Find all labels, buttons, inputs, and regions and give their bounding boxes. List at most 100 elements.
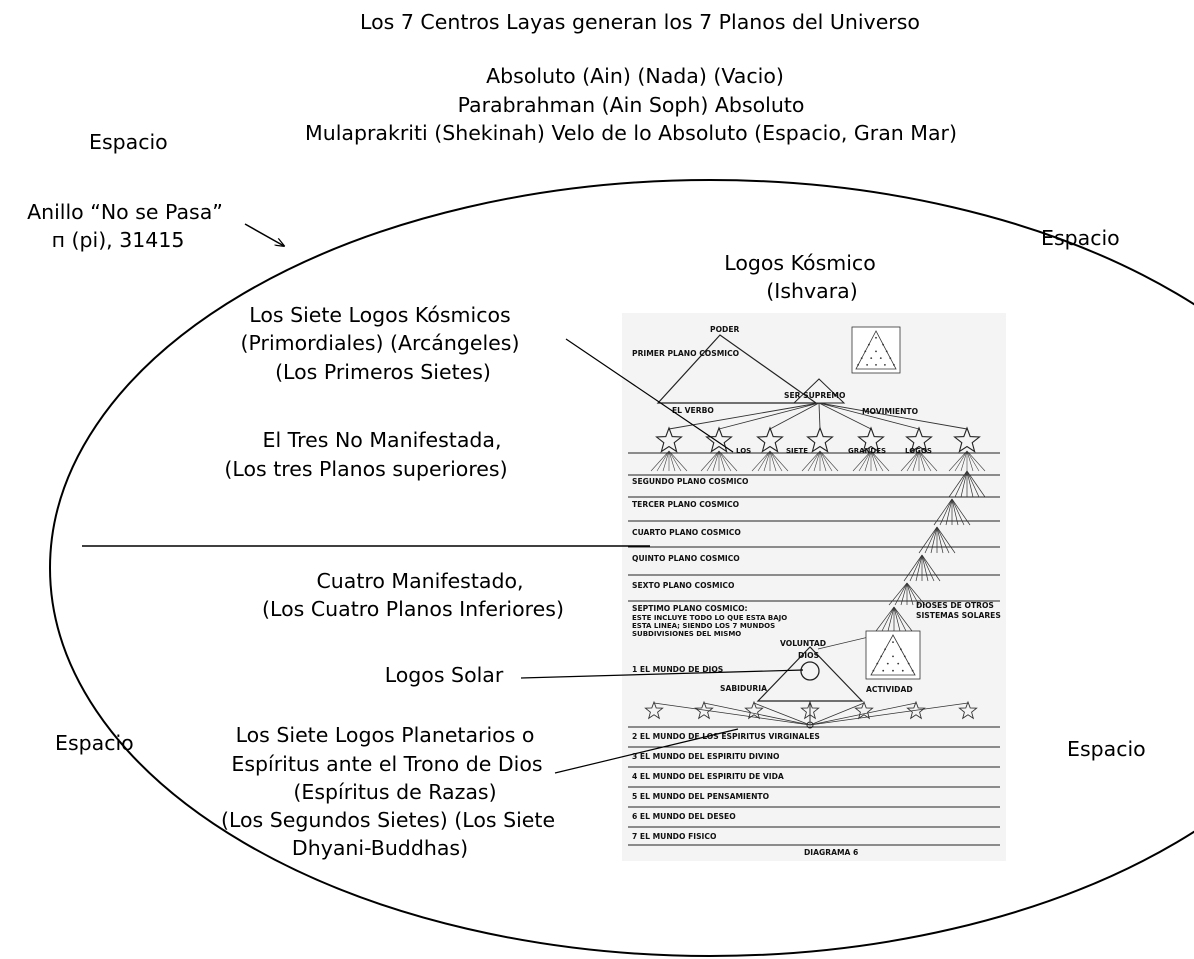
top-triangle-dot xyxy=(893,364,895,366)
lower-triangle-dot xyxy=(907,662,910,665)
cosmic-logos-label: Logos Kósmico xyxy=(724,251,876,275)
cosmic-fan-line xyxy=(668,402,820,430)
star-subfan-line xyxy=(912,450,920,472)
inner-plane-7: SEPTIMO PLANO COSMICO: xyxy=(632,604,748,613)
great-logos-star-icon xyxy=(905,426,933,453)
cascade-fan-line xyxy=(936,526,956,554)
star-subfan-line xyxy=(954,450,968,472)
cascade-fan-line xyxy=(966,470,980,498)
cascade-fan-line xyxy=(893,606,901,632)
cascade-fan-line xyxy=(893,606,907,632)
star-subfan-line xyxy=(769,450,783,472)
top-triangle-dots xyxy=(857,336,895,366)
inner-movimiento: MOVIMIENTO xyxy=(862,407,919,416)
four-manifest-line1: Cuatro Manifestado, xyxy=(316,569,524,593)
header-mulaprakriti: Mulaprakriti (Shekinah) Velo de lo Absol… xyxy=(305,121,957,145)
lower-triangle-dot xyxy=(882,669,885,672)
inner-seventh-note-3: SUBDIVISIONES DEL MISMO xyxy=(632,630,742,638)
cosmic-fan-lines xyxy=(668,402,968,430)
top-triangle-dot xyxy=(885,350,888,353)
star-subfan-line xyxy=(819,450,839,472)
cascade-fan-line xyxy=(948,470,968,498)
cascade-fan-line xyxy=(951,498,965,526)
inner-plane-3: TERCER PLANO COSMICO xyxy=(632,500,740,509)
planetary-logos-line3: (Espíritus de Razas) xyxy=(293,780,497,804)
top-triangle-dot xyxy=(868,343,870,346)
inner-actividad: ACTIVIDAD xyxy=(866,685,913,694)
cascade-fan-line xyxy=(924,526,938,554)
cascade-fan-line xyxy=(893,606,913,632)
star-subfan-line xyxy=(870,450,878,472)
inner-world-6: 6 EL MUNDO DEL DESEO xyxy=(632,812,736,821)
star-subfan-line xyxy=(751,450,771,472)
inner-world-4: 4 EL MUNDO DEL ESPIRITU DE VIDA xyxy=(632,772,784,781)
cascade-fan-line xyxy=(936,526,950,554)
planetary-logos-line5: Dhyani-Buddhas) xyxy=(291,836,469,860)
star-subfan-line xyxy=(712,450,720,472)
star-subfan-line xyxy=(819,450,827,472)
top-triangle-dot xyxy=(857,364,859,366)
header-absoluto: Absoluto (Ain) (Nada) (Vacio) xyxy=(486,64,784,88)
cascade-fan-line xyxy=(930,526,938,554)
cosmic-fan-line xyxy=(818,402,821,430)
planetary-logos-star-icon xyxy=(906,700,926,720)
inner-plane-6: SEXTO PLANO COSMICO xyxy=(632,581,735,590)
ring-pointer-arrow xyxy=(244,223,284,246)
seven-logos-line3: (Los Primeros Sietes) xyxy=(275,360,491,384)
seven-logos-pointer-line xyxy=(565,338,734,453)
star-subfan-line xyxy=(918,450,938,472)
great-logos-star-icon xyxy=(806,426,834,453)
planetary-logos-stars xyxy=(644,700,978,720)
planetary-logos-star-icon xyxy=(958,700,978,720)
star-subfan-line xyxy=(700,450,720,472)
planetary-fan-lines xyxy=(653,702,969,726)
cascade-fan-line xyxy=(966,470,986,498)
cascade-fan-line xyxy=(881,606,895,632)
lower-triangle-dot xyxy=(900,648,902,651)
top-triangle-dot xyxy=(860,357,863,359)
top-triangle-dot xyxy=(875,364,877,366)
cosmic-fan-line xyxy=(818,402,872,430)
lower-triangle-dot xyxy=(884,648,886,651)
cosmic-logos-ishvara: (Ishvara) xyxy=(766,279,858,303)
star-subfan-line xyxy=(819,450,833,472)
lower-triangle-dot xyxy=(901,669,904,672)
space-label-top-left: Espacio xyxy=(89,130,168,154)
cascade-fans xyxy=(817,470,986,650)
cascade-fan-line xyxy=(921,554,935,582)
planetary-fan-line xyxy=(809,702,917,726)
seven-logos-line1: Los Siete Logos Kósmicos xyxy=(249,303,511,327)
star-subfan-line xyxy=(870,450,890,472)
inner-voluntad: VOLUNTAD xyxy=(780,639,827,648)
star-subfan-line xyxy=(769,450,789,472)
star-subfans xyxy=(650,450,986,472)
solar-circle xyxy=(800,661,820,681)
star-subfan-line xyxy=(650,450,670,472)
planetary-logos-line2: Espíritus ante el Trono de Dios xyxy=(231,752,543,776)
inner-diagram: PODER PRIMER PLANO COSMICO EL VERBO SER … xyxy=(622,313,1006,861)
cosmic-fan-line xyxy=(769,402,820,430)
inner-world-5: 5 EL MUNDO DEL PENSAMIENTO xyxy=(632,792,770,801)
inner-el-verbo: EL VERBO xyxy=(672,406,714,415)
inner-poder: PODER xyxy=(710,325,740,334)
top-triangle-dot xyxy=(879,357,882,359)
inner-dioses-2: SISTEMAS SOLARES xyxy=(916,611,1001,620)
great-logos-star-icon xyxy=(655,426,683,453)
star-subfan-line xyxy=(763,450,771,472)
inner-plane-4: CUARTO PLANO COSMICO xyxy=(632,528,741,537)
cascade-fan-line xyxy=(951,498,971,526)
cascade-fan-line xyxy=(906,582,920,606)
lower-triangle-dot xyxy=(911,669,914,672)
ring-label-name: Anillo “No se Pasa” xyxy=(27,200,223,224)
top-dotted-triangle xyxy=(855,330,897,370)
lower-triangle-dots xyxy=(872,641,914,672)
inner-dios: DIOS xyxy=(798,651,820,660)
cascade-fan-line xyxy=(921,554,929,582)
cascade-fan-line xyxy=(903,554,923,582)
inner-caption: DIAGRAMA 6 xyxy=(804,848,859,857)
top-triangle-dot xyxy=(889,357,892,359)
top-triangle-dot xyxy=(882,343,884,346)
planetary-logos-line4: (Los Segundos Sietes) (Los Siete xyxy=(220,808,556,832)
inner-first-plane: PRIMER PLANO COSMICO xyxy=(632,349,740,358)
